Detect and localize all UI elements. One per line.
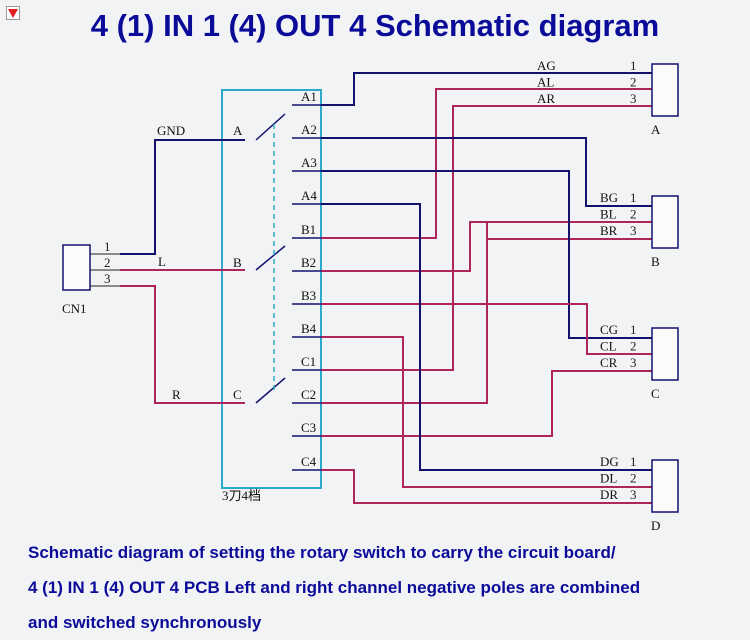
net-l: L	[158, 254, 166, 269]
output-connector-b	[651, 195, 679, 249]
switch-position-b2: B2	[301, 255, 316, 270]
schematic: 1 2 3 CN1 GND L R A B C A1A2A3A4B1B2B3B4…	[62, 58, 679, 530]
net-label-br: BR	[600, 223, 618, 238]
switch-position-b3: B3	[301, 288, 316, 303]
switch-position-a1: A1	[301, 89, 317, 104]
net-label-al: AL	[537, 75, 554, 90]
connector-c-label: C	[651, 386, 660, 401]
connector-b-pin-3: 3	[630, 223, 637, 238]
switch-position-c1: C1	[301, 354, 316, 369]
net-label-bg: BG	[600, 190, 618, 205]
connector-c-pin-2: 2	[630, 339, 637, 354]
switch-position-c4: C4	[301, 454, 317, 469]
cn1-pin-2: 2	[104, 255, 111, 270]
connector-b-pin-1: 1	[630, 190, 637, 205]
pole-a: A	[233, 123, 243, 138]
connector-c-pin-3: 3	[630, 355, 637, 370]
connector-a-pin-1: 1	[630, 58, 637, 73]
triangle-marker-icon	[6, 6, 20, 20]
net-label-dr: DR	[600, 487, 618, 502]
connector-d-pin-2: 2	[630, 471, 637, 486]
net-label-ag: AG	[537, 58, 556, 73]
connector-b-pin-2: 2	[630, 207, 637, 222]
switch-position-a2: A2	[301, 122, 317, 137]
net-label-cr: CR	[600, 355, 618, 370]
caption-line-3: and switched synchronously	[28, 613, 262, 632]
switch-position-a3: A3	[301, 155, 317, 170]
switch-position-c3: C3	[301, 420, 316, 435]
net-label-cg: CG	[600, 322, 618, 337]
net-gnd: GND	[157, 123, 185, 138]
switch-position-a4: A4	[301, 188, 317, 203]
caption-line-2: 4 (1) IN 1 (4) OUT 4 PCB Left and right …	[28, 578, 641, 597]
input-connector-cn1	[62, 244, 91, 291]
cn1-pin-3: 3	[104, 271, 111, 286]
output-connector-d	[651, 459, 679, 513]
net-label-dl: DL	[600, 471, 617, 486]
switch-position-b4: B4	[301, 321, 317, 336]
connector-d-label: D	[651, 518, 660, 530]
caption: Schematic diagram of setting the rotary …	[28, 535, 748, 640]
cn1-pin-1: 1	[104, 239, 111, 254]
pole-b: B	[233, 255, 242, 270]
connector-a-label: A	[651, 122, 661, 137]
switch-position-b1: B1	[301, 222, 316, 237]
caption-line-1: Schematic diagram of setting the rotary …	[28, 543, 616, 562]
net-label-dg: DG	[600, 454, 619, 469]
connector-c-pin-1: 1	[630, 322, 637, 337]
rotary-switch-box	[221, 89, 322, 489]
connector-a-pin-2: 2	[630, 75, 637, 90]
output-connector-a	[651, 63, 679, 117]
pole-c: C	[233, 387, 242, 402]
connector-d-pin-3: 3	[630, 487, 637, 502]
output-connector-c	[651, 327, 679, 381]
net-label-bl: BL	[600, 207, 617, 222]
connector-a-pin-3: 3	[630, 91, 637, 106]
connector-b-label: B	[651, 254, 660, 269]
diagram-title: 4 (1) IN 1 (4) OUT 4 Schematic diagram	[90, 8, 660, 43]
connector-d-pin-1: 1	[630, 454, 637, 469]
switch-position-c2: C2	[301, 387, 316, 402]
net-r: R	[172, 387, 181, 402]
cn1-label: CN1	[62, 301, 87, 316]
net-label-cl: CL	[600, 339, 617, 354]
net-label-ar: AR	[537, 91, 555, 106]
